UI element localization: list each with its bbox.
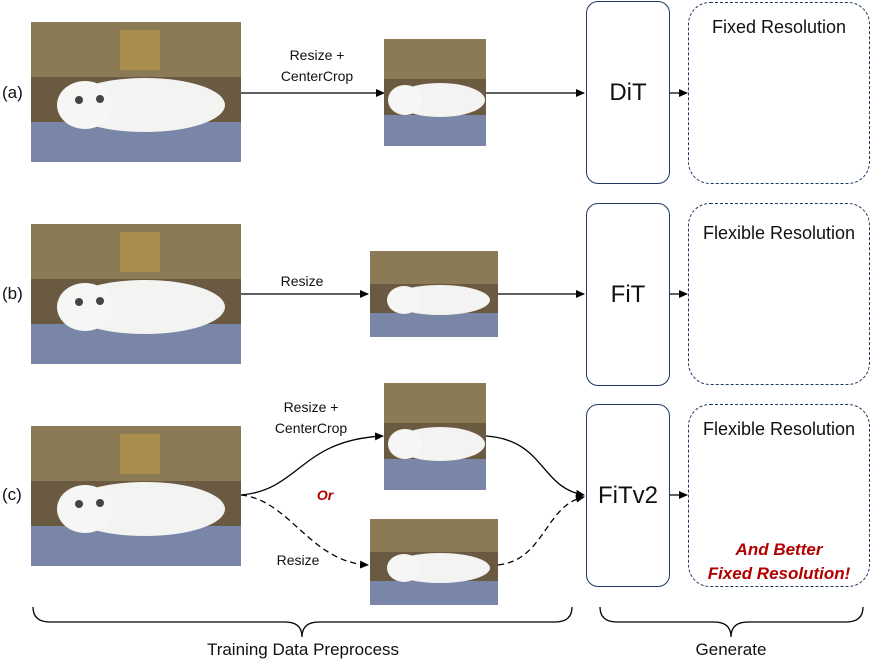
- arrow-c-upper-out: [485, 435, 585, 498]
- edge-label-a: Resize + CenterCrop: [280, 47, 354, 84]
- footer-preprocess-label: Training Data Preprocess: [206, 640, 400, 659]
- output-box-a: Fixed Resolution: [688, 2, 870, 184]
- cat-photo-c-source: [31, 426, 241, 566]
- output-box-c: Flexible Resolution: [688, 404, 870, 587]
- edge-label-b: Resize: [280, 273, 324, 289]
- row-label-a: (a): [2, 83, 23, 102]
- brace-generate: [599, 606, 864, 638]
- model-box-fitv2: FiTv2: [586, 404, 670, 587]
- brace-preprocess: [32, 606, 573, 638]
- row-label-c: (c): [2, 485, 22, 504]
- cat-photo-b-resized: [370, 251, 498, 337]
- edge-label-c-lower: Resize: [276, 552, 320, 568]
- output-title-b: Flexible Resolution: [702, 223, 856, 243]
- cat-photo-c-crop: [384, 383, 486, 490]
- output-title-a: Fixed Resolution: [711, 17, 847, 37]
- row-label-b: (b): [2, 284, 23, 303]
- output-title-c: Flexible Resolution: [702, 419, 856, 439]
- arrow-c-upper-in: [240, 432, 384, 496]
- better-fixed-note: And Better Fixed Resolution!: [707, 540, 851, 583]
- model-box-dit: DiT: [586, 1, 670, 184]
- cat-photo-b-source: [31, 224, 241, 364]
- footer-generate-label: Generate: [695, 640, 767, 659]
- model-box-fit: FiT: [586, 203, 670, 386]
- cat-photo-a-source: [31, 22, 241, 162]
- cat-photo-c-resized: [370, 519, 498, 605]
- edge-label-c-upper: Resize + CenterCrop: [274, 399, 348, 436]
- output-box-b: Flexible Resolution: [688, 203, 870, 385]
- arrow-c-lower-out: [497, 494, 585, 566]
- cat-photo-a-crop: [384, 39, 486, 146]
- arrow-c-lower-in: [240, 494, 369, 569]
- or-label: Or: [316, 487, 334, 503]
